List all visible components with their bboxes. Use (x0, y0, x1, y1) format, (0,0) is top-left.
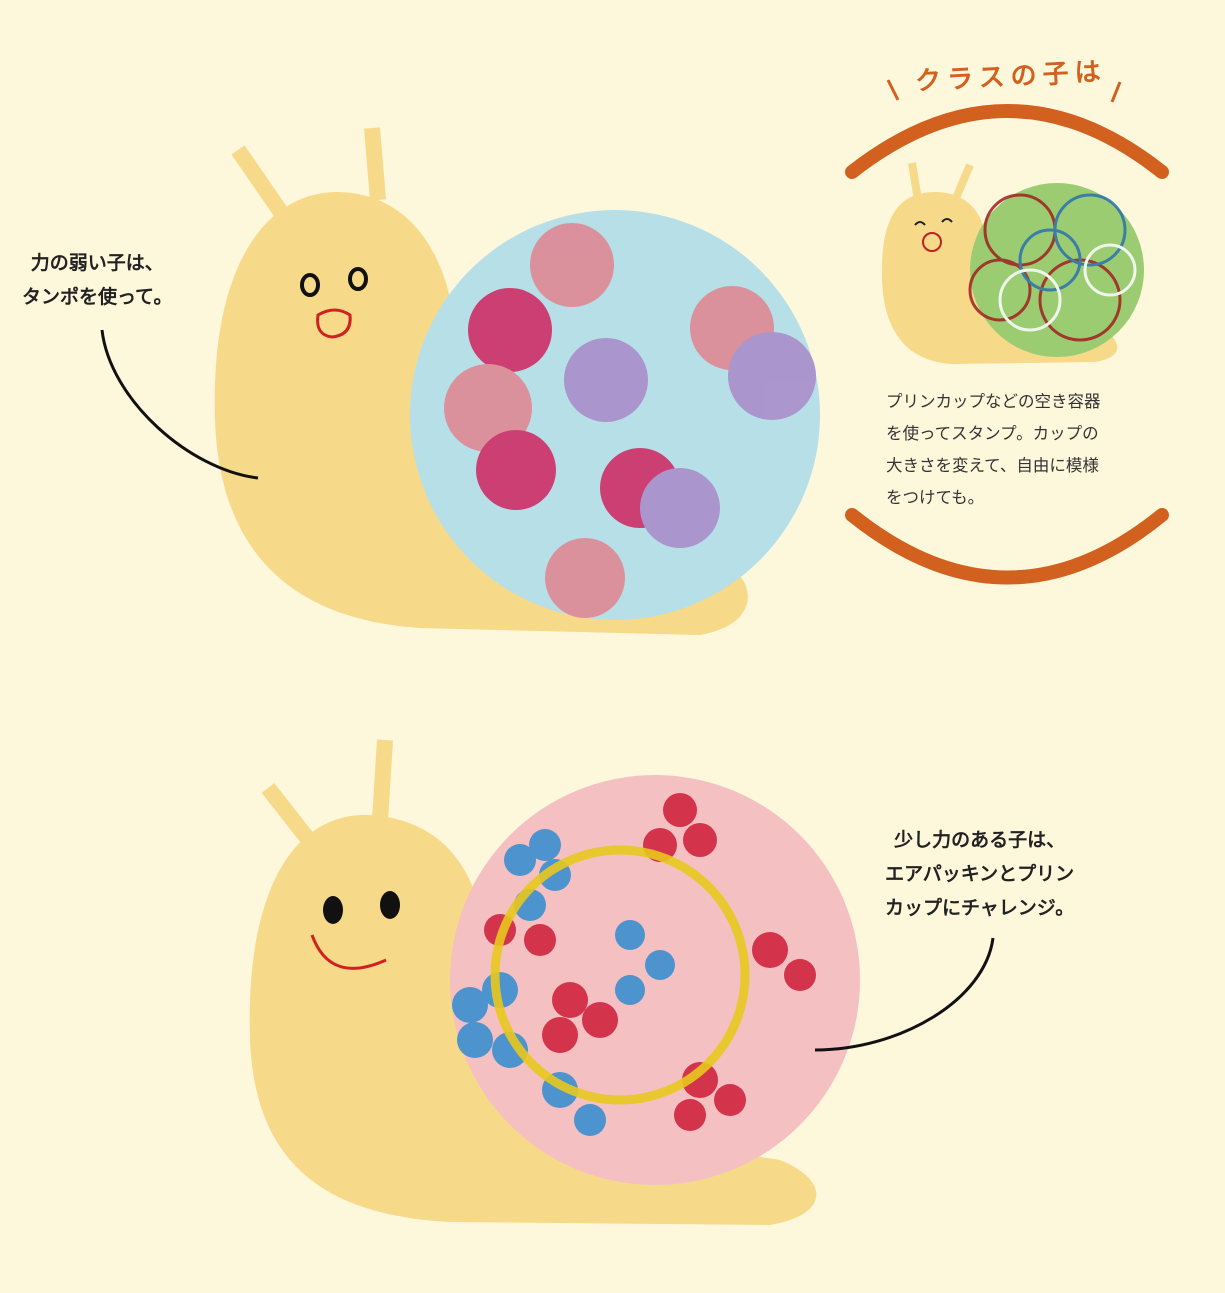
leader-line-strong (814, 937, 995, 1052)
body-line: をつけても。 (886, 488, 985, 507)
caption-line: 力の弱い子は、 (30, 252, 164, 274)
body-line: プリンカップなどの空き容器 (886, 392, 1101, 411)
leader-line-weak (100, 329, 259, 480)
caption-line: 少し力のある子は、 (894, 829, 1066, 851)
caption-line: エアパッキンとプリン (885, 863, 1075, 885)
snail-airpacking (249, 739, 860, 1225)
caption-strong: 少し力のある子は、 エアパッキンとプリン カップにチャレンジ。 (885, 823, 1074, 925)
shell-green (970, 183, 1144, 357)
body-line: を使ってスタンプ。カップの (886, 424, 1099, 443)
caption-line: タンポを使って。 (22, 286, 173, 308)
caption-line: カップにチャレンジ。 (885, 897, 1075, 919)
caption-weak: 力の弱い子は、 タンポを使って。 (22, 246, 172, 314)
class-box-text: プリンカップなどの空き容器 を使ってスタンプ。カップの 大きさを変えて、自由に模… (886, 386, 1146, 514)
body-line: 大きさを変えて、自由に模様 (886, 456, 1099, 475)
cup-ring-stamp (490, 845, 750, 1105)
class-box-decoration (845, 79, 1169, 585)
snail-tampo (214, 127, 820, 636)
